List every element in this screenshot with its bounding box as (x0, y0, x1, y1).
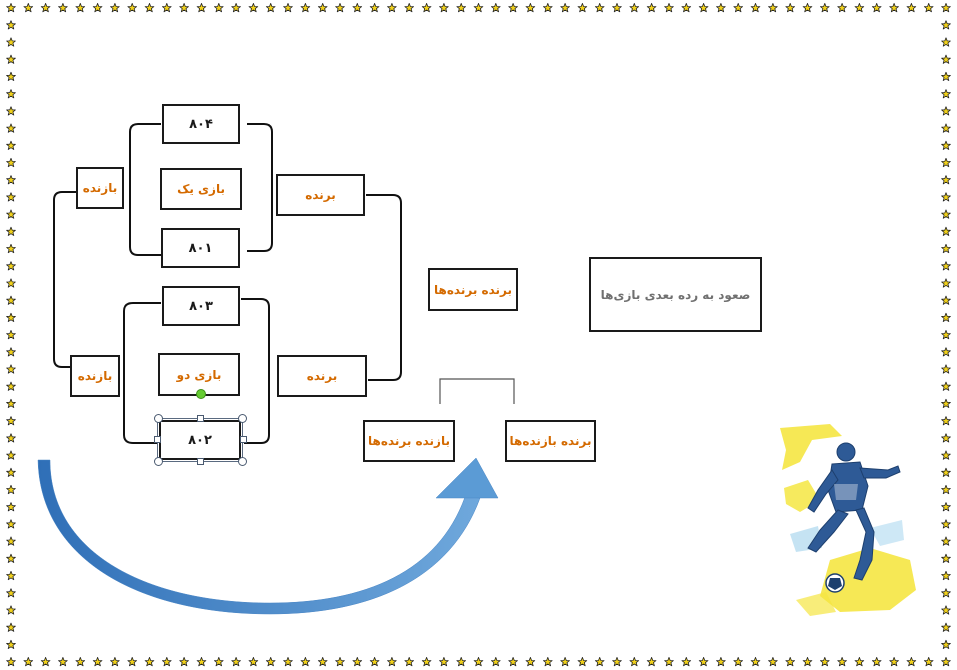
bracket-line-winners (366, 194, 402, 381)
resize-handle-top[interactable] (197, 415, 204, 422)
resize-handle-bottom-left[interactable] (154, 457, 163, 466)
match-two-top-team[interactable]: ۸۰۳ (162, 286, 240, 326)
resize-handle-bottom[interactable] (197, 458, 204, 465)
match-one-title[interactable]: بازی یک (160, 168, 242, 210)
resize-handle-bottom-right[interactable] (238, 457, 247, 466)
winner-of-losers-box[interactable]: برنده بازنده‌ها (505, 420, 596, 462)
resize-handle-top-right[interactable] (238, 414, 247, 423)
rotate-handle[interactable] (196, 389, 206, 399)
winner-two-box[interactable]: برنده (277, 355, 367, 397)
promotion-note-box[interactable]: صعود به رده بعدی بازی‌ها (589, 257, 762, 332)
resize-handle-left[interactable] (154, 436, 161, 443)
bracket-line-match-one-right (247, 123, 273, 252)
resize-handle-top-left[interactable] (154, 414, 163, 423)
winner-one-box[interactable]: برنده (276, 174, 365, 216)
winner-of-winners-box[interactable]: برنده برنده‌ها (428, 268, 518, 311)
match-one-bottom-team[interactable]: ۸۰۱ (161, 228, 240, 268)
bracket-line-final (439, 378, 515, 404)
resize-handle-right[interactable] (240, 436, 247, 443)
loser-two-box[interactable]: بازنده (70, 355, 120, 397)
loser-one-box[interactable]: بازنده (76, 167, 124, 209)
match-one-top-team[interactable]: ۸۰۴ (162, 104, 240, 144)
bracket-line-match-two-left (123, 302, 161, 444)
bracket-line-match-two-right (241, 298, 270, 444)
bracket-line-losers (53, 191, 76, 368)
match-two-bottom-team[interactable]: ۸۰۲ (159, 420, 241, 460)
loser-of-winners-box[interactable]: بازنده برنده‌ها (363, 420, 455, 462)
bracket-line-match-one-left (129, 123, 161, 256)
